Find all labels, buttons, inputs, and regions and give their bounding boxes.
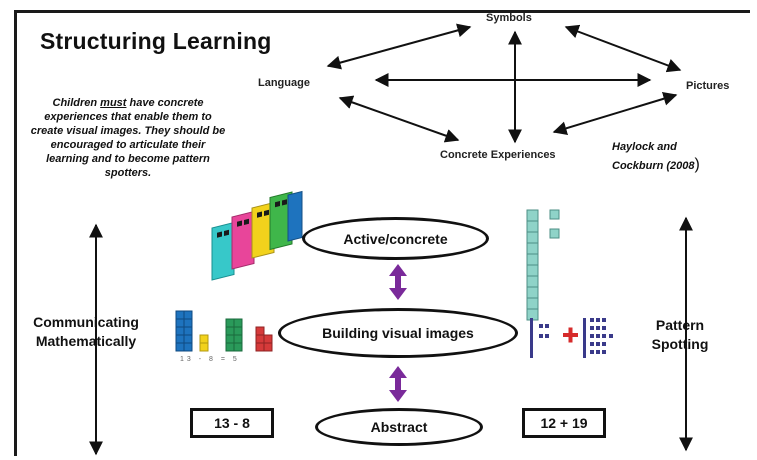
citation-line2: Cockburn (2008 [612,160,695,172]
citation-paren: ) [694,156,700,173]
node-language: Language [258,77,310,89]
relationship-arrows [326,23,682,144]
citation: Haylock and Cockburn (2008) [612,138,700,175]
arrow-language-concrete [338,95,460,143]
base-ten-addition-picture [530,318,613,358]
arrow-symbols-pictures [564,24,682,73]
purple-arrow-upper [389,264,407,300]
note-emphasis: must [100,97,127,109]
citation-line1: Haylock and [612,141,677,153]
multilink-subtraction-picture [175,310,273,352]
plus-vertical [568,327,573,343]
linking-cubes-picture [211,190,303,281]
stage-active-concrete: Active/concrete [302,217,489,260]
page-title: Structuring Learning [40,28,272,54]
picture-caption: 13 - 8 = 5 [180,356,240,363]
node-pictures: Pictures [686,80,730,92]
note-after: have concrete experiences that enable th… [30,97,226,179]
expression-right: 12 + 19 [522,408,606,438]
label-communicating-mathematically: Communicating Mathematically [33,314,139,349]
note-before: Children [52,97,101,109]
ten-tower-picture [526,209,560,321]
intro-note: Children must have concrete experiences … [28,96,228,180]
purple-arrow-lower [389,366,407,402]
label-pattern-spotting: Pattern Spotting [651,317,709,352]
expression-left: 13 - 8 [190,408,274,438]
stage-building-visual-images: Building visual images [278,308,518,358]
slide-frame [14,10,750,456]
node-symbols: Symbols [486,12,532,24]
node-concrete-experiences: Concrete Experiences [440,149,556,161]
stage-arrows [389,264,407,402]
arrow-language-symbols [326,23,472,70]
arrow-concrete-pictures [552,91,678,136]
stage-abstract: Abstract [315,408,483,446]
